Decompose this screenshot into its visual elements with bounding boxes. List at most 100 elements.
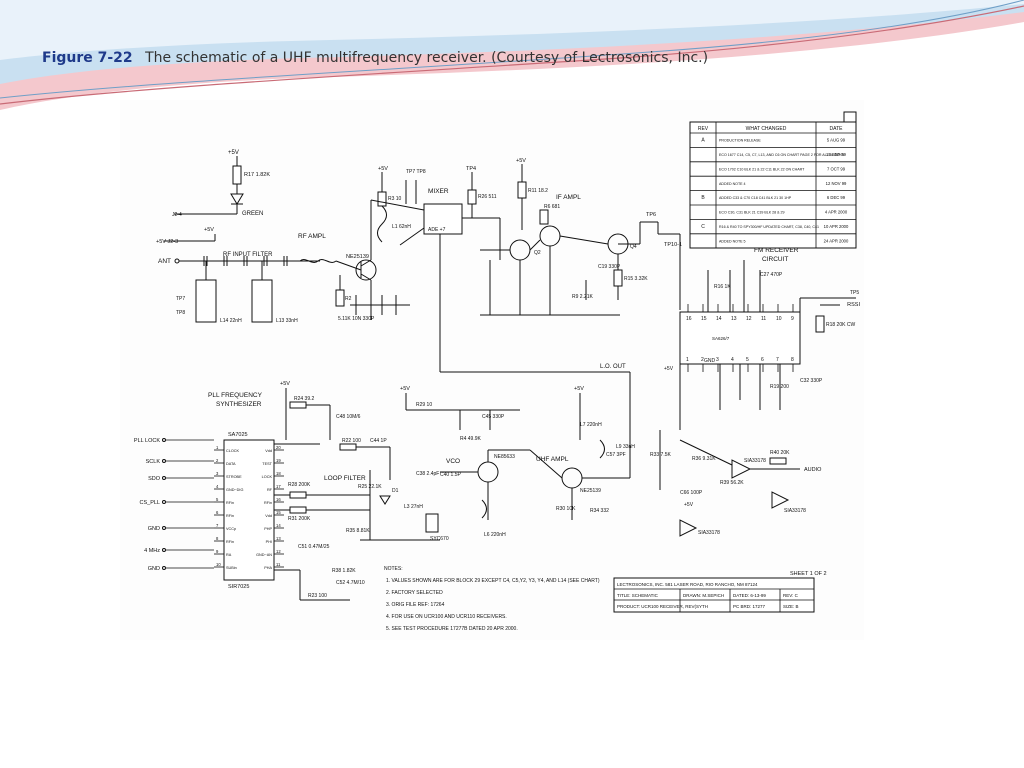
u2-pin-top: 14 [716, 316, 722, 322]
tp8-label: TP8 [176, 310, 185, 316]
port-connector-icon [162, 566, 166, 570]
u3-pin-right: LOCK [262, 475, 273, 479]
rev-row-date: 24 APR 2000 [824, 238, 849, 243]
u4-opamp-icon [731, 459, 752, 479]
port-connector-icon [162, 500, 166, 504]
if-ampl-label: IF AMPL [556, 194, 581, 201]
plus5-j2-3: +5V J2-3 [156, 239, 178, 245]
title-size: SIZE: B [783, 604, 799, 609]
rev-row-rev: B [701, 195, 705, 201]
u1-label: ADE +7 [428, 227, 446, 233]
slide-banner-decoration [0, 0, 1024, 110]
c52-label: C52 4.7M/10 [336, 580, 365, 586]
title-block: SHEET 1 OF 2 LECTROSONICS, INC. 581 LASE… [613, 571, 827, 613]
u3-pin-number: 15 [276, 510, 281, 515]
rev-row-date: 7 OCT 99 [827, 166, 846, 171]
u4b-opamp-icon [771, 491, 790, 509]
r31-label: R31 200K [288, 516, 311, 522]
u3-pin-number: 8 [216, 536, 219, 541]
u3-pin-number: 9 [216, 549, 219, 554]
u2-pin-bottom: 6 [761, 357, 764, 363]
tp4-label: TP4 [466, 166, 476, 172]
uhf-amplifier: UHF AMPL NE25139 +5V L7 220nH C57 3PF L9… [529, 386, 635, 520]
audio-port-label: AUDIO [804, 467, 822, 473]
u3-pin-right: PHI [266, 540, 272, 544]
r3-label: R3 10 [388, 196, 402, 202]
u2-pin-bottom: 2 [701, 357, 704, 363]
u3-pin-left: RFin [226, 514, 234, 518]
u3-pin-number: 3 [216, 471, 219, 476]
led-indicator-section: +5V R17 1.82K GREEN J2-4 +5V J2-3 +5V [156, 150, 270, 245]
plus5-vco: +5V [400, 386, 410, 392]
u2-pin-bottom: 1 [686, 357, 689, 363]
j2-4: J2-4 [172, 212, 182, 218]
rf-input-filter: ANT RF INPUT FILTER TP7 TP8 L14 22nH L13… [158, 252, 320, 324]
u2-pin-bottom: 7 [776, 357, 779, 363]
gnd-u2: GND [704, 358, 716, 364]
note-5: 5. SEE TEST PROCEDURE 17277B DATED 20 AP… [386, 626, 518, 632]
u3-pin-right: RFin [264, 501, 272, 505]
u2-pin-top: 16 [686, 316, 692, 322]
note-4: 4. FOR USE ON UCR100 AND UCR110 RECEIVER… [386, 614, 507, 620]
u3-pin-right: TEST [262, 462, 272, 466]
l6-label: L6 220nH [484, 532, 506, 538]
r26-label: R26 511 [478, 194, 497, 200]
u4b-label: SIA33178 [784, 508, 806, 514]
loop-filter-label: LOOP FILTER [324, 475, 366, 482]
tp7-mixer: TP7 TP8 [406, 169, 426, 175]
figure-caption: Figure 7-22 The schematic of a UHF multi… [42, 50, 708, 66]
sheet-label: SHEET 1 OF 2 [790, 571, 827, 577]
c66-label: C66 100P [680, 490, 703, 496]
plus5-node: +5V [204, 227, 214, 233]
l13-label: L13 33nH [276, 318, 298, 324]
antenna-port-label: ANT [158, 258, 171, 265]
u3-pin-right: Vdd [265, 514, 272, 518]
r18-label: R18 20K CW [826, 322, 855, 328]
pll-port-gnd: GND [148, 526, 160, 532]
port-connector-icon [162, 459, 166, 463]
vco-label: VCO [446, 458, 460, 465]
rev-row-date: 5 AUG 99 [827, 138, 846, 143]
rev-row-change: ADDED C33 & C70 C18 C41 BLK 21 30 1HP [719, 196, 792, 200]
r9-label: R9 2.21K [572, 294, 594, 300]
pll-port-sdo: SDO [148, 476, 161, 482]
q6-transistor-icon [561, 467, 583, 489]
port-connector-icon [162, 476, 166, 480]
r38-label: R38 1.82K [332, 568, 356, 574]
u2-pin-top: 10 [776, 316, 782, 322]
u3-pin-number: 14 [276, 523, 281, 528]
q1-transistor-icon [355, 259, 377, 281]
if-amplifier: +5V R11 18.2 IF AMPL Q2 Q3 Q4 R6 681 R15… [480, 158, 680, 316]
rev-row-change: ECO 1677 C14, C5, C7, L13, AND C6 ON CHA… [719, 153, 845, 157]
r30-label: R30 10K [556, 506, 576, 512]
u2-pin-top: 12 [746, 316, 752, 322]
c40-label: C40 1.5P [440, 472, 462, 478]
u3-pin-right: GND~AN [256, 553, 272, 557]
title-company: LECTROSONICS, INC. 581 LASER ROAD, RIO R… [617, 582, 758, 587]
u3-pin-number: 4 [216, 484, 219, 489]
u2-pin-bottom: 8 [791, 357, 794, 363]
r40-label: R40 20K [770, 450, 790, 456]
audio-output-stage: SIA33178 AUDIO R40 20K SIA33178 R33 7.5K… [650, 430, 822, 537]
y1-resonator-icon [425, 513, 439, 533]
r34-label: R34 332 [590, 508, 609, 514]
rev-row-rev: A [701, 138, 705, 144]
r25-label: R25 22.1K [358, 484, 382, 490]
u3-pin-left: RFin [226, 540, 234, 544]
u3-pin-left: CLOCK [226, 449, 240, 453]
title-product: PRODUCT: UCR100 RECEIVER, REV(SYTH [617, 604, 708, 609]
q1-label: NE25139 [346, 254, 369, 260]
pll-synthesizer: PLL FREQUENCY SYNTHESIZER SA7025 SIR7025… [134, 381, 391, 601]
c27-label: C27 470P [760, 272, 783, 278]
rev-row-date: 6 DEC 99 [827, 195, 846, 200]
sia33178-label: SIA33178 [698, 530, 720, 536]
rev-row-date: 12 NOV 99 [826, 181, 847, 186]
c19-label: C19 330P [598, 264, 621, 270]
r35-label: R35 8.81K [346, 528, 370, 534]
plus5-if: +5V [516, 158, 526, 164]
c38-label: C38 2.4pF [416, 471, 439, 477]
port-connector-icon [162, 526, 166, 530]
q3-transistor-icon [539, 225, 561, 247]
r6-label: R6 681 [544, 204, 560, 210]
rev-row-date: 4 APR 2000 [825, 210, 848, 215]
